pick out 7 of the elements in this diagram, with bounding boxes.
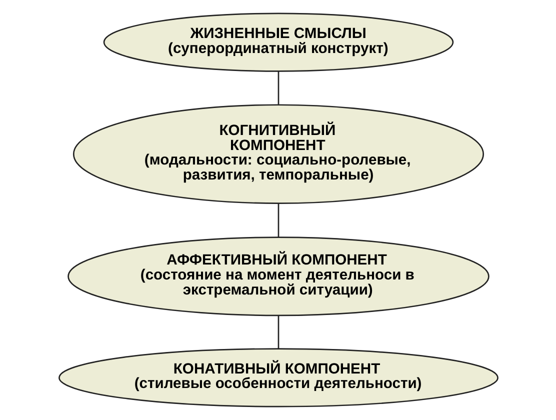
connector (277, 71, 279, 104)
node-ellipse: ЖИЗНЕННЫЕ СМЫСЛЫ (суперординатный конструкт) (102, 12, 454, 72)
connector (277, 316, 279, 349)
node-ellipse: КОНАТИВНЫЙ КОМПОНЕНТ (стилевые особенности деятельности) (58, 348, 498, 408)
node-ellipse: КОГНИТИВНЫЙ КОМПОНЕНТ (модальности: социально-ролевые, развития, темпоральные) (72, 104, 484, 204)
node-ellipse: АФФЕКТИВНЫЙ КОМПОНЕНТ (состояние на момент деятельноси в экстремальной ситуации) (67, 236, 489, 316)
connector (277, 204, 279, 238)
